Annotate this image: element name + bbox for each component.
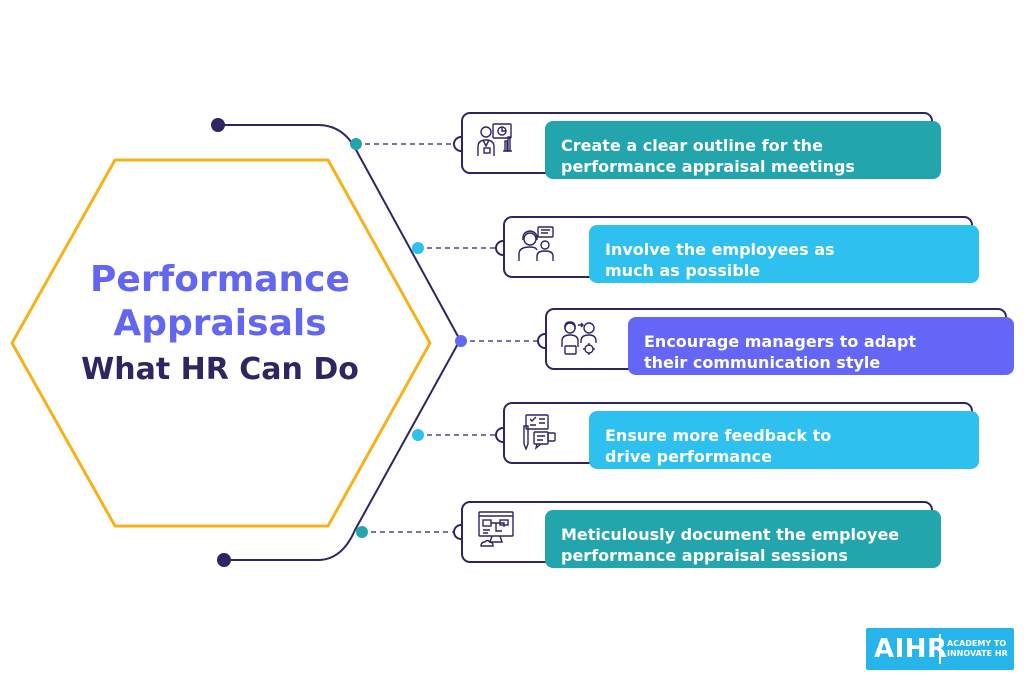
step-label-2: Involve the employees as much as possibl… — [589, 225, 979, 283]
subtitle: What HR Can Do — [81, 352, 359, 387]
step-label-1: Create a clear outline for the performan… — [545, 121, 941, 179]
connector-1 — [350, 136, 469, 152]
presentation-icon — [477, 123, 512, 156]
feedback-icon — [523, 414, 556, 450]
connector-4 — [412, 427, 511, 443]
aihr-logo: AIHR ACADEMY TO INNOVATE HR — [866, 628, 1014, 670]
connector-2 — [412, 240, 511, 256]
connector-3 — [455, 333, 553, 349]
logo-wordmark: AIHR — [874, 634, 948, 664]
step-label-5: Meticulously document the employee perfo… — [545, 510, 941, 568]
logo-tagline: ACADEMY TO INNOVATE HR — [947, 639, 1008, 658]
document-computer-icon — [478, 511, 514, 547]
step-label-4: Ensure more feedback to drive performanc… — [589, 411, 979, 469]
timeline-end-dot — [217, 553, 231, 567]
title-line-1: Performance — [90, 259, 350, 300]
hexagon-outline — [10, 158, 432, 528]
title-block: Performance Appraisals What HR Can Do — [40, 258, 400, 392]
connector-5 — [356, 524, 469, 540]
employees-discussion-icon — [518, 226, 554, 261]
title-line-2: Appraisals — [113, 303, 327, 344]
timeline-start-dot — [211, 118, 225, 132]
manager-communication-icon — [561, 321, 597, 355]
step-label-3: Encourage managers to adapt their commun… — [628, 317, 1014, 375]
logo-divider — [939, 634, 941, 664]
